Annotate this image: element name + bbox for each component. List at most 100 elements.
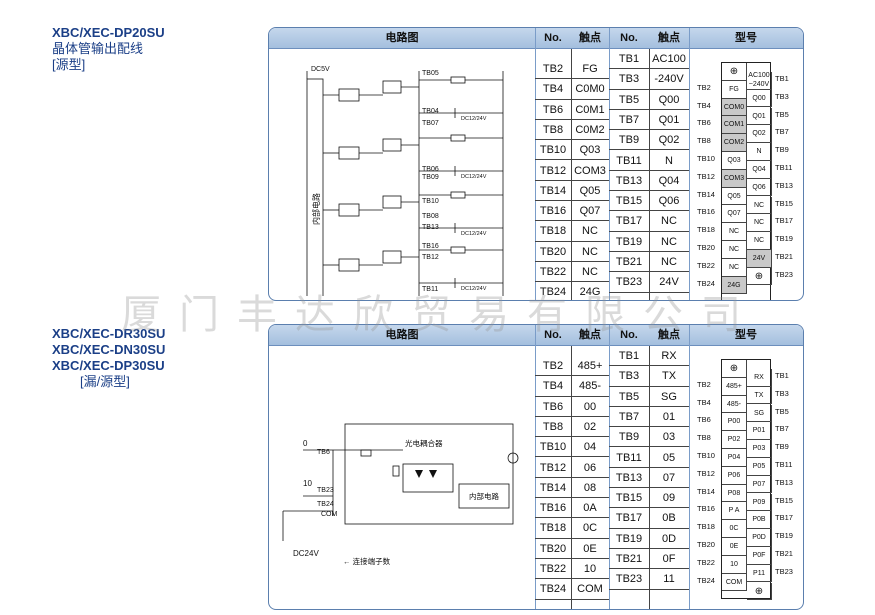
terminal-right-label: TB5 xyxy=(775,109,789,119)
left-table-contact-cell: NC xyxy=(571,242,609,262)
terminal-label: TB08 xyxy=(422,213,439,220)
terminal-left-cell: P A xyxy=(722,502,747,521)
right-table-no-cell: TB5 xyxy=(609,387,649,407)
terminal-left-label: TB16 xyxy=(697,207,715,217)
terminal-right-cell: Q04 xyxy=(747,160,772,179)
terminal-right-cell: NC xyxy=(747,214,772,233)
right-table-contact-cell: 03 xyxy=(649,427,689,448)
right-table-no-cell: TB13 xyxy=(609,171,649,192)
terminal-left-cell: P06 xyxy=(722,466,747,485)
right-table-no-cell: TB9 xyxy=(609,130,649,151)
model-description: [源型] xyxy=(52,57,86,72)
terminal-left-cell: ⊕ xyxy=(722,360,747,378)
left-table-no-cell: TB12 xyxy=(535,161,571,181)
right-table-contact-cell: Q02 xyxy=(649,130,689,151)
right-table-contact-cell: 0F xyxy=(649,549,689,570)
right-table-no-cell: TB21 xyxy=(609,252,649,273)
terminal-left-label: TB20 xyxy=(697,540,715,549)
optocoupler-icon xyxy=(402,463,454,493)
coupler-label: 光电耦合器 xyxy=(405,438,443,448)
terminal-right-label: TB11 xyxy=(775,459,793,469)
led-icon xyxy=(415,470,423,478)
left-table-no-cell: TB14 xyxy=(535,478,571,499)
header-no: No. xyxy=(544,329,562,341)
terminal-right-label: TB13 xyxy=(775,180,793,190)
terminal-left-label: TB4 xyxy=(697,397,711,407)
internal-circuit-label: 内部电路 xyxy=(469,491,499,501)
internal-box-outline xyxy=(344,423,514,525)
left-table-contact-cell: 485- xyxy=(571,376,609,397)
terminal-right-label: TB19 xyxy=(775,234,793,244)
header-contact: 触点 xyxy=(658,329,680,341)
terminal-left-cell: P08 xyxy=(722,484,747,503)
column-divider xyxy=(609,28,610,300)
terminal-left-cell: Q03 xyxy=(722,152,747,170)
right-table-no-cell: TB9 xyxy=(609,427,649,448)
model-name: XBC/XEC-DP20SU xyxy=(52,25,165,40)
model-description: [漏/源型] xyxy=(80,374,130,389)
right-table-contact-cell: AC100 xyxy=(649,49,689,70)
panel-header xyxy=(269,325,803,346)
terminal-right-label: TB9 xyxy=(775,145,789,155)
terminal-left-cell: 24G xyxy=(722,276,747,295)
terminal-right-label: TB17 xyxy=(775,513,793,523)
terminal-left-label: TB24 xyxy=(697,575,715,585)
table-inner-border xyxy=(649,346,650,609)
right-table-no-cell: TB11 xyxy=(609,151,649,171)
input-ten-label: 10 xyxy=(303,479,312,488)
terminal-label: TB11 xyxy=(422,286,438,293)
terminal-left-cell: FG xyxy=(722,80,747,99)
terminal-left-cell: COM xyxy=(722,573,747,592)
terminal-right-cell: P07 xyxy=(747,475,772,494)
right-table-no-cell: TB19 xyxy=(609,232,649,252)
left-table-no-cell: TB10 xyxy=(535,437,571,458)
left-table-contact-cell: 02 xyxy=(571,417,609,438)
terminal-left-cell: Q05 xyxy=(722,187,747,206)
column-divider xyxy=(535,28,536,300)
right-table-contact-cell: 07 xyxy=(649,468,689,489)
internal-circuit-label: 内部电路 xyxy=(311,193,321,225)
terminal-left-label: TB18 xyxy=(697,225,715,235)
terminal-left-label: TB18 xyxy=(697,522,715,532)
terminal-right-label: TB3 xyxy=(775,91,789,101)
left-table-no-cell: TB4 xyxy=(535,79,571,100)
terminal-left-label: TB10 xyxy=(697,154,715,163)
right-table-contact-cell: 0D xyxy=(649,529,689,549)
terminal-left-cell: Q07 xyxy=(722,205,747,224)
left-table-contact-cell: 04 xyxy=(571,437,609,458)
terminal-left-label: TB10 xyxy=(697,451,715,460)
right-table-no-cell: TB17 xyxy=(609,508,649,529)
terminal-left-label: TB12 xyxy=(697,171,715,181)
left-table-no-cell: TB24 xyxy=(535,579,571,600)
left-table-contact-cell: FG xyxy=(571,59,609,80)
terminal-left-label: TB2 xyxy=(697,82,711,92)
right-table-no-cell: TB1 xyxy=(609,49,649,70)
terminal-right-cell: P11 xyxy=(747,564,772,583)
terminal-right-label: TB7 xyxy=(775,127,789,137)
terminal-label: TB04 xyxy=(422,108,439,115)
left-table-contact-cell: Q05 xyxy=(571,181,609,202)
right-table-contact-cell: 0B xyxy=(649,508,689,529)
terminal-right-label: TB7 xyxy=(775,424,789,434)
panel-header xyxy=(269,28,803,49)
terminal-left-label: TB6 xyxy=(697,415,711,425)
right-table-contact-cell: NC xyxy=(649,211,689,232)
model-name: XBC/XEC-DN30SU xyxy=(52,342,166,357)
right-table-contact-cell: 11 xyxy=(649,569,689,590)
left-table-no-cell: TB24 xyxy=(535,282,571,300)
left-table-contact-cell: NC xyxy=(571,221,609,242)
terminal-right-label: TB1 xyxy=(775,73,789,83)
right-table-no-cell: TB13 xyxy=(609,468,649,489)
terminal-left-label: TB6 xyxy=(697,118,711,128)
terminal-right-cell: ⊕ xyxy=(747,582,772,601)
left-table-no-cell: TB8 xyxy=(535,120,571,141)
header-no: No. xyxy=(544,32,562,44)
right-table-no-cell: TB7 xyxy=(609,110,649,131)
terminal-left-label: TB22 xyxy=(697,557,715,567)
terminal-right-cell: Q01 xyxy=(747,107,772,126)
terminal-right-cell: RX xyxy=(747,368,772,387)
